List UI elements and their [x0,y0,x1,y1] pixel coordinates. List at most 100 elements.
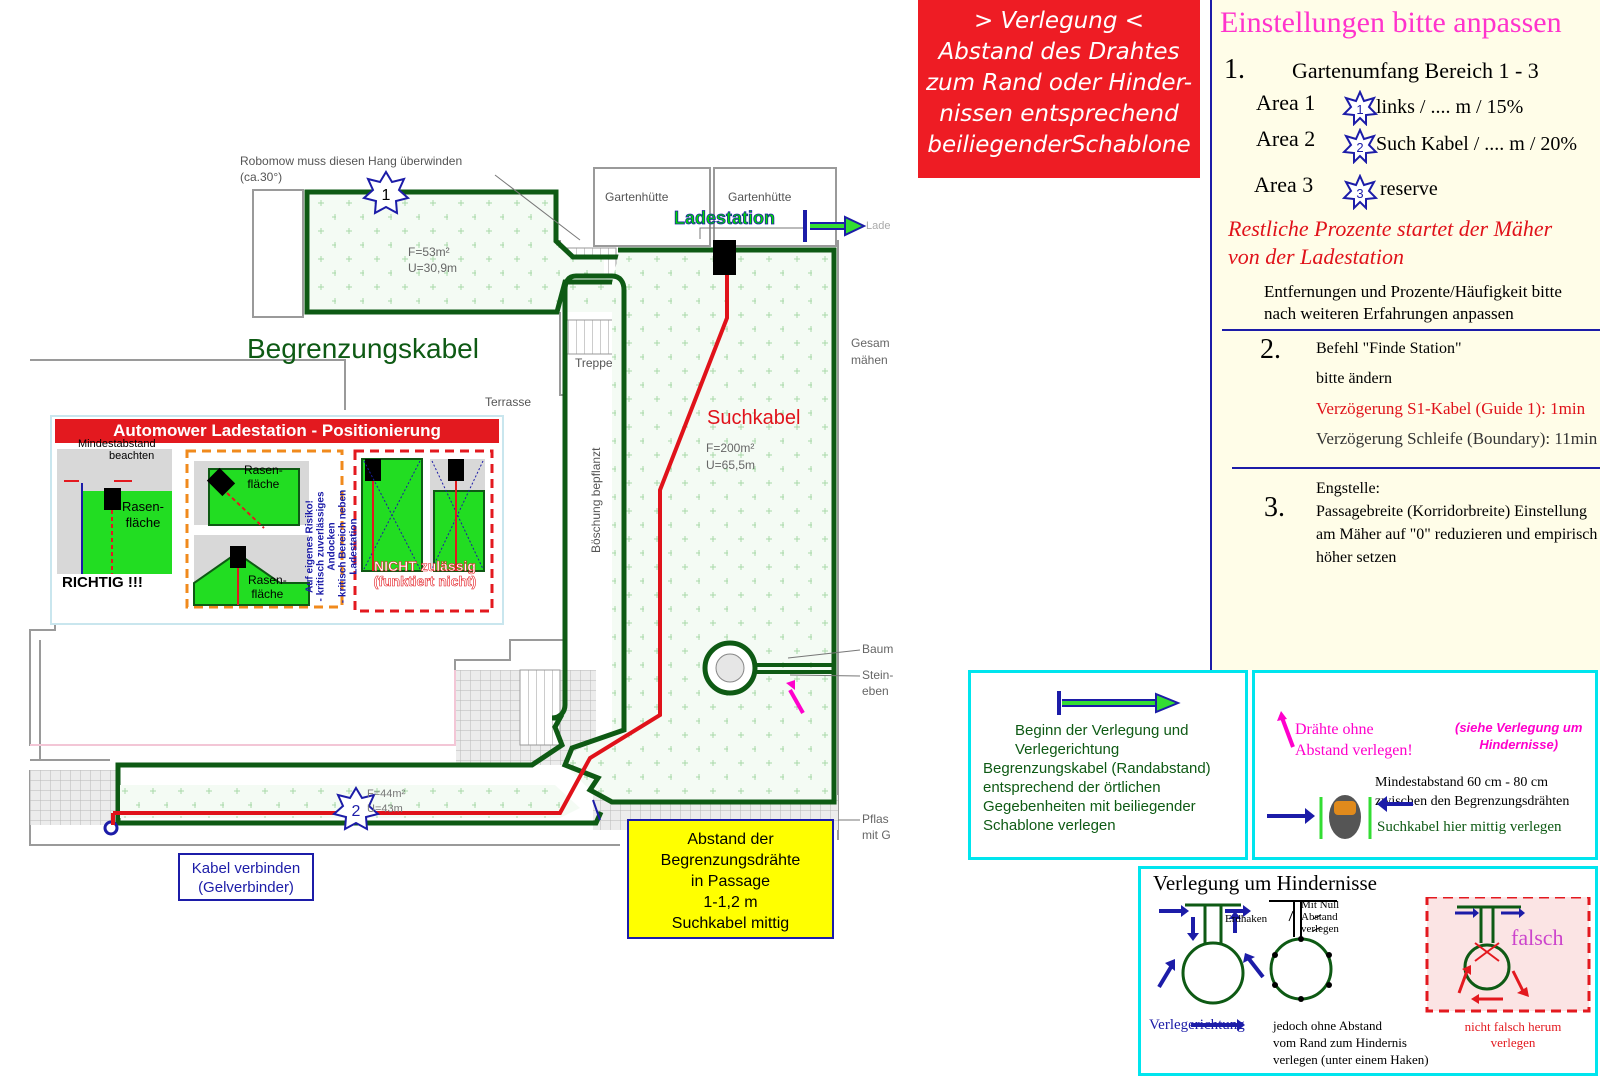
such-mittig-text: Suchkabel hier mittig verlegen [1377,819,1562,835]
section-3-line-3: am Mäher auf "0" reduzieren und empirisc… [1316,526,1598,543]
flaeche-line: fläche [251,587,284,601]
area-badge-2: 2 [331,786,381,831]
passage-note-line: Begrenzungsdrähte [660,852,801,869]
garden-plan: 1 2 Robomow muss diesen Hang überwinden … [29,154,893,846]
verlegung-line: > Verlegung < [973,8,1145,34]
pink-arrowhead [786,680,795,690]
area-3-label: Area 3 [1254,172,1314,197]
beginn-text: Beginn der Verlegung und Verlegerichtung [1015,721,1188,759]
area-3-text: reserve [1380,178,1438,200]
stein-label-2: eben [862,684,889,698]
erdhaken-label: Erdhaken [1225,913,1268,925]
begrenzungskabel-label: Begrenzungskabel [247,333,479,364]
star-badge-icon-1: 1 [1342,90,1378,126]
section-2-guide-delay: Verzögerung S1-Kabel (Guide 1): 1min [1316,399,1586,418]
mitnull-line: Mit Null [1301,899,1340,911]
baum-label: Baum [862,642,893,656]
gesamt-label-1: Gesam [851,336,890,350]
mindestabstand-label: Mindestabstand [78,438,156,450]
rest-note-line-2: von der Ladestation [1228,244,1404,269]
star-badge-2-label: 2 [1356,140,1363,155]
stein-label-1: Stein- [862,668,893,682]
nicht-falsch-line: verlegen [1490,1035,1536,1050]
passage-note: Abstand der Begrenzungsdrähte in Passage… [627,819,834,939]
lade-cut-label: Lade [866,220,890,232]
leader-lines [787,649,861,821]
risiko-line: - kritisch zuverlässiges Andocken [315,491,338,602]
automower-title: Automower Ladestation - Positionierung [55,419,499,443]
star-badge-3-label: 3 [1356,186,1363,201]
section-3-number: 3. [1264,492,1285,523]
gartenhuette-1: Gartenhütte [605,190,669,204]
kabel-verbinden-line-1: Kabel verbinden [191,860,301,877]
siehe-line: Hindernisse) [1479,737,1559,752]
passage-note-line: 1-1,2 m [703,894,758,911]
richtig-label: RICHTIG !!! [62,574,143,591]
beginn-line: Gegebenheiten mit beiliegender [983,798,1196,815]
flaeche-line: fläche [125,515,161,530]
terrasse-label: Terrasse [485,395,531,409]
star-badge-icon-2: 2 [1342,128,1378,164]
pink-arrow [788,689,805,714]
gesamt-label-2: mähen [851,353,888,367]
strip-area-u: U=43m [367,803,403,815]
pink-arrow-icon [1277,711,1295,748]
legend-draehte: Drähte ohne Abstand verlegen! (siehe Ver… [1252,670,1598,860]
beginn-line: entsprechend der örtlichen [983,779,1161,796]
mitnull-line: verlegen [1301,923,1339,935]
nicht-zulaessig: NICHT zulässig (funktiert nicht) [360,558,490,589]
rasen-label-1: Rasen- fläche [122,499,164,531]
start-arrowhead [844,215,867,237]
verlegerichtung-label: Verlegerichtung [1149,1017,1245,1033]
mindest-line: Mindestabstand 60 cm - 80 cm [1375,775,1549,790]
boeschung-label: Böschung bepflanzt [589,447,603,553]
boundary-big [115,247,837,826]
section-2-boundary-delay: Verzögerung Schleife (Boundary): 11min [1316,429,1598,448]
obstacle-sketches [1157,897,1591,1031]
beginn-line: Beginn der Verlegung und [1015,722,1189,739]
rasen-line: Rasen- [244,463,283,477]
draehte-line: Abstand verlegen! [1295,742,1413,759]
section-3-line-1: Engstelle: [1316,480,1380,497]
siehe-text: (siehe Verlegung um Hindernisse) [1455,719,1582,753]
beginn-line: Verlegerichtung [1015,741,1120,758]
siehe-line: (siehe Verlegung um [1455,720,1583,735]
rest-note-line-1: Restliche Prozente startet der Mäher [1228,216,1553,241]
obstacle-title: Verlegung um Hindernisse [1153,871,1377,895]
area-badge-1-label: 1 [382,187,391,204]
paving-left [30,770,120,825]
charging-station [713,240,736,275]
section-3-line-4: höher setzen [1316,549,1397,566]
big-area-u: U=65,5m [706,458,755,472]
mower-icon [1267,795,1372,839]
section-2-line-2: bitte ändern [1316,370,1392,387]
passage-note-line: Abstand der [687,831,774,848]
section-2-line-1: Befehl "Finde Station" [1316,340,1462,357]
beginn-line: Begrenzungskabel (Randabstand) [983,760,1211,777]
pink-edge [30,670,456,746]
start-arrow-icon [1057,691,1181,715]
mindest-text: Mindestabstand 60 cm - 80 cm zwischen de… [1375,773,1569,811]
mindest-line: zwischen den Begrenzungsdrähten [1375,794,1570,809]
risiko-line: - kritisch Bereich neben Ladestation [337,489,360,604]
verlegung-line: Abstand des Drahtes [938,39,1180,65]
area-badge-1: 1 [361,170,411,215]
area-1-text: links / .... m / 15% [1376,96,1524,118]
risiko-line: Auf eigenes Risiko! [304,500,316,593]
verlegung-line: nissen entsprechend [939,101,1179,127]
ladestation-label: Ladestation [674,208,775,228]
mitnull-label: Mit Null Abstand verlegen [1301,899,1339,935]
strip-area-f: F=44m² [367,788,406,800]
legend-beginn: Beginn der Verlegung und Verlegerichtung… [968,670,1248,860]
area-1-label: Area 1 [1256,90,1316,115]
jedoch-line: verlegen (unter einem Haken) [1273,1052,1429,1067]
area-2-label: Area 2 [1256,126,1316,151]
nicht-falsch-line: nicht falsch herum [1464,1019,1562,1034]
kabel-verbinden-line-2: (Gelverbinder) [198,879,294,896]
star-badge-1-label: 1 [1356,102,1363,117]
tree-icon [715,653,745,683]
draehte-text: Drähte ohne Abstand verlegen! [1295,719,1413,761]
risiko-note: Auf eigenes Risiko! - kritisch zuverläss… [305,467,360,627]
automower-sketches [57,449,494,613]
passage-note-line: Suchkabel mittig [671,915,790,932]
